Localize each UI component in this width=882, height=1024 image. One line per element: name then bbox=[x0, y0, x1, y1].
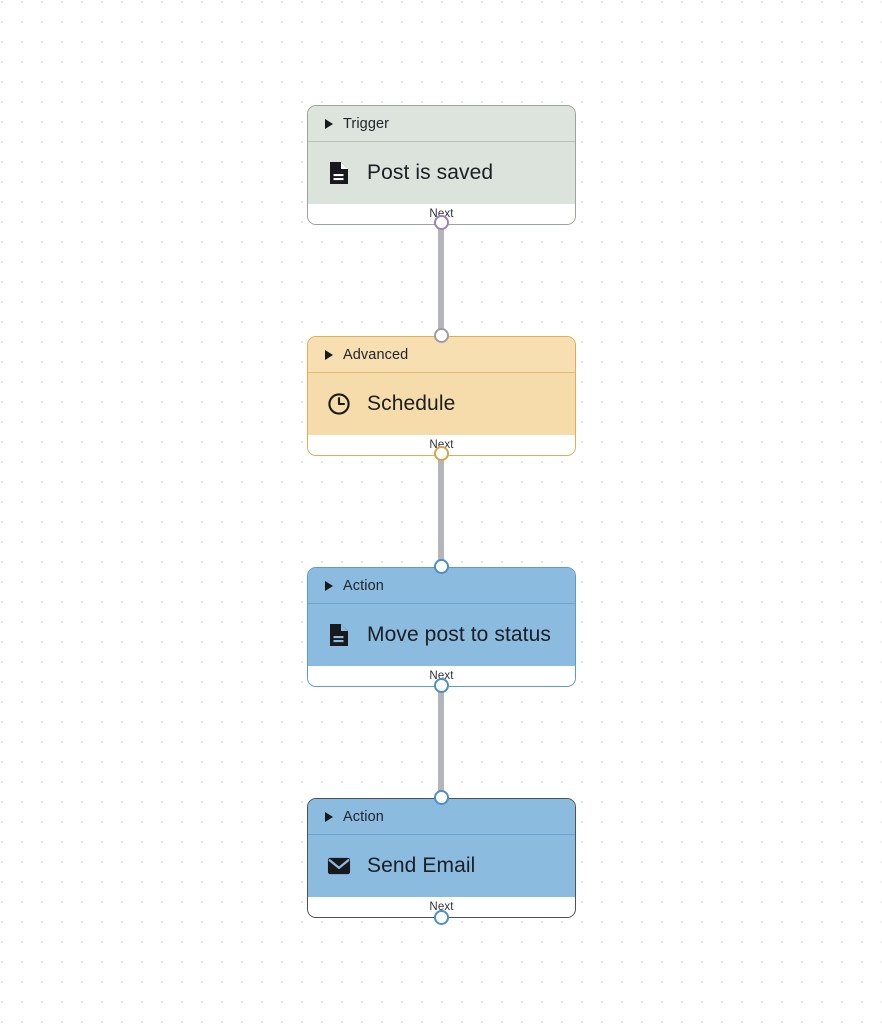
node-category-label: Advanced bbox=[343, 346, 409, 363]
disclosure-triangle-icon[interactable] bbox=[325, 118, 333, 129]
document-icon bbox=[327, 623, 351, 647]
document-icon bbox=[327, 161, 351, 185]
handle-advanced-target[interactable] bbox=[434, 328, 449, 343]
node-title: Move post to status bbox=[367, 623, 551, 646]
node-trigger-post-is-saved[interactable]: Trigger Post is saved Next bbox=[307, 105, 576, 225]
node-title: Send Email bbox=[367, 854, 476, 877]
node-header[interactable]: Advanced bbox=[308, 337, 575, 373]
edge-action-to-send-email bbox=[438, 685, 444, 798]
envelope-icon bbox=[327, 854, 351, 878]
handle-trigger-source[interactable] bbox=[434, 215, 449, 230]
disclosure-triangle-icon[interactable] bbox=[325, 811, 333, 822]
node-action-send-email[interactable]: Action Send Email Next bbox=[307, 798, 576, 918]
node-title: Schedule bbox=[367, 392, 456, 415]
handle-action-move-post-source[interactable] bbox=[434, 678, 449, 693]
node-header[interactable]: Action bbox=[308, 568, 575, 604]
node-header[interactable]: Trigger bbox=[308, 106, 575, 142]
node-category-label: Trigger bbox=[343, 115, 390, 132]
node-footer-next[interactable]: Next bbox=[308, 666, 575, 686]
disclosure-triangle-icon[interactable] bbox=[325, 580, 333, 591]
node-header[interactable]: Action bbox=[308, 799, 575, 835]
node-action-move-post-to-status[interactable]: Action Move post to status Next bbox=[307, 567, 576, 687]
handle-action-send-email-target[interactable] bbox=[434, 790, 449, 805]
node-category-label: Action bbox=[343, 808, 384, 825]
handle-action-move-post-target[interactable] bbox=[434, 559, 449, 574]
edge-trigger-to-advanced bbox=[438, 222, 444, 334]
node-body: Send Email bbox=[308, 835, 575, 897]
edge-advanced-to-action bbox=[438, 453, 444, 567]
clock-icon bbox=[327, 392, 351, 416]
disclosure-triangle-icon[interactable] bbox=[325, 349, 333, 360]
handle-advanced-source[interactable] bbox=[434, 446, 449, 461]
handle-action-send-email-source[interactable] bbox=[434, 910, 449, 925]
node-body: Schedule bbox=[308, 373, 575, 435]
node-title: Post is saved bbox=[367, 161, 494, 184]
node-advanced-schedule[interactable]: Advanced Schedule Next bbox=[307, 336, 576, 456]
node-category-label: Action bbox=[343, 577, 384, 594]
node-body: Move post to status bbox=[308, 604, 575, 666]
node-footer-next[interactable]: Next bbox=[308, 897, 575, 917]
node-body: Post is saved bbox=[308, 142, 575, 204]
